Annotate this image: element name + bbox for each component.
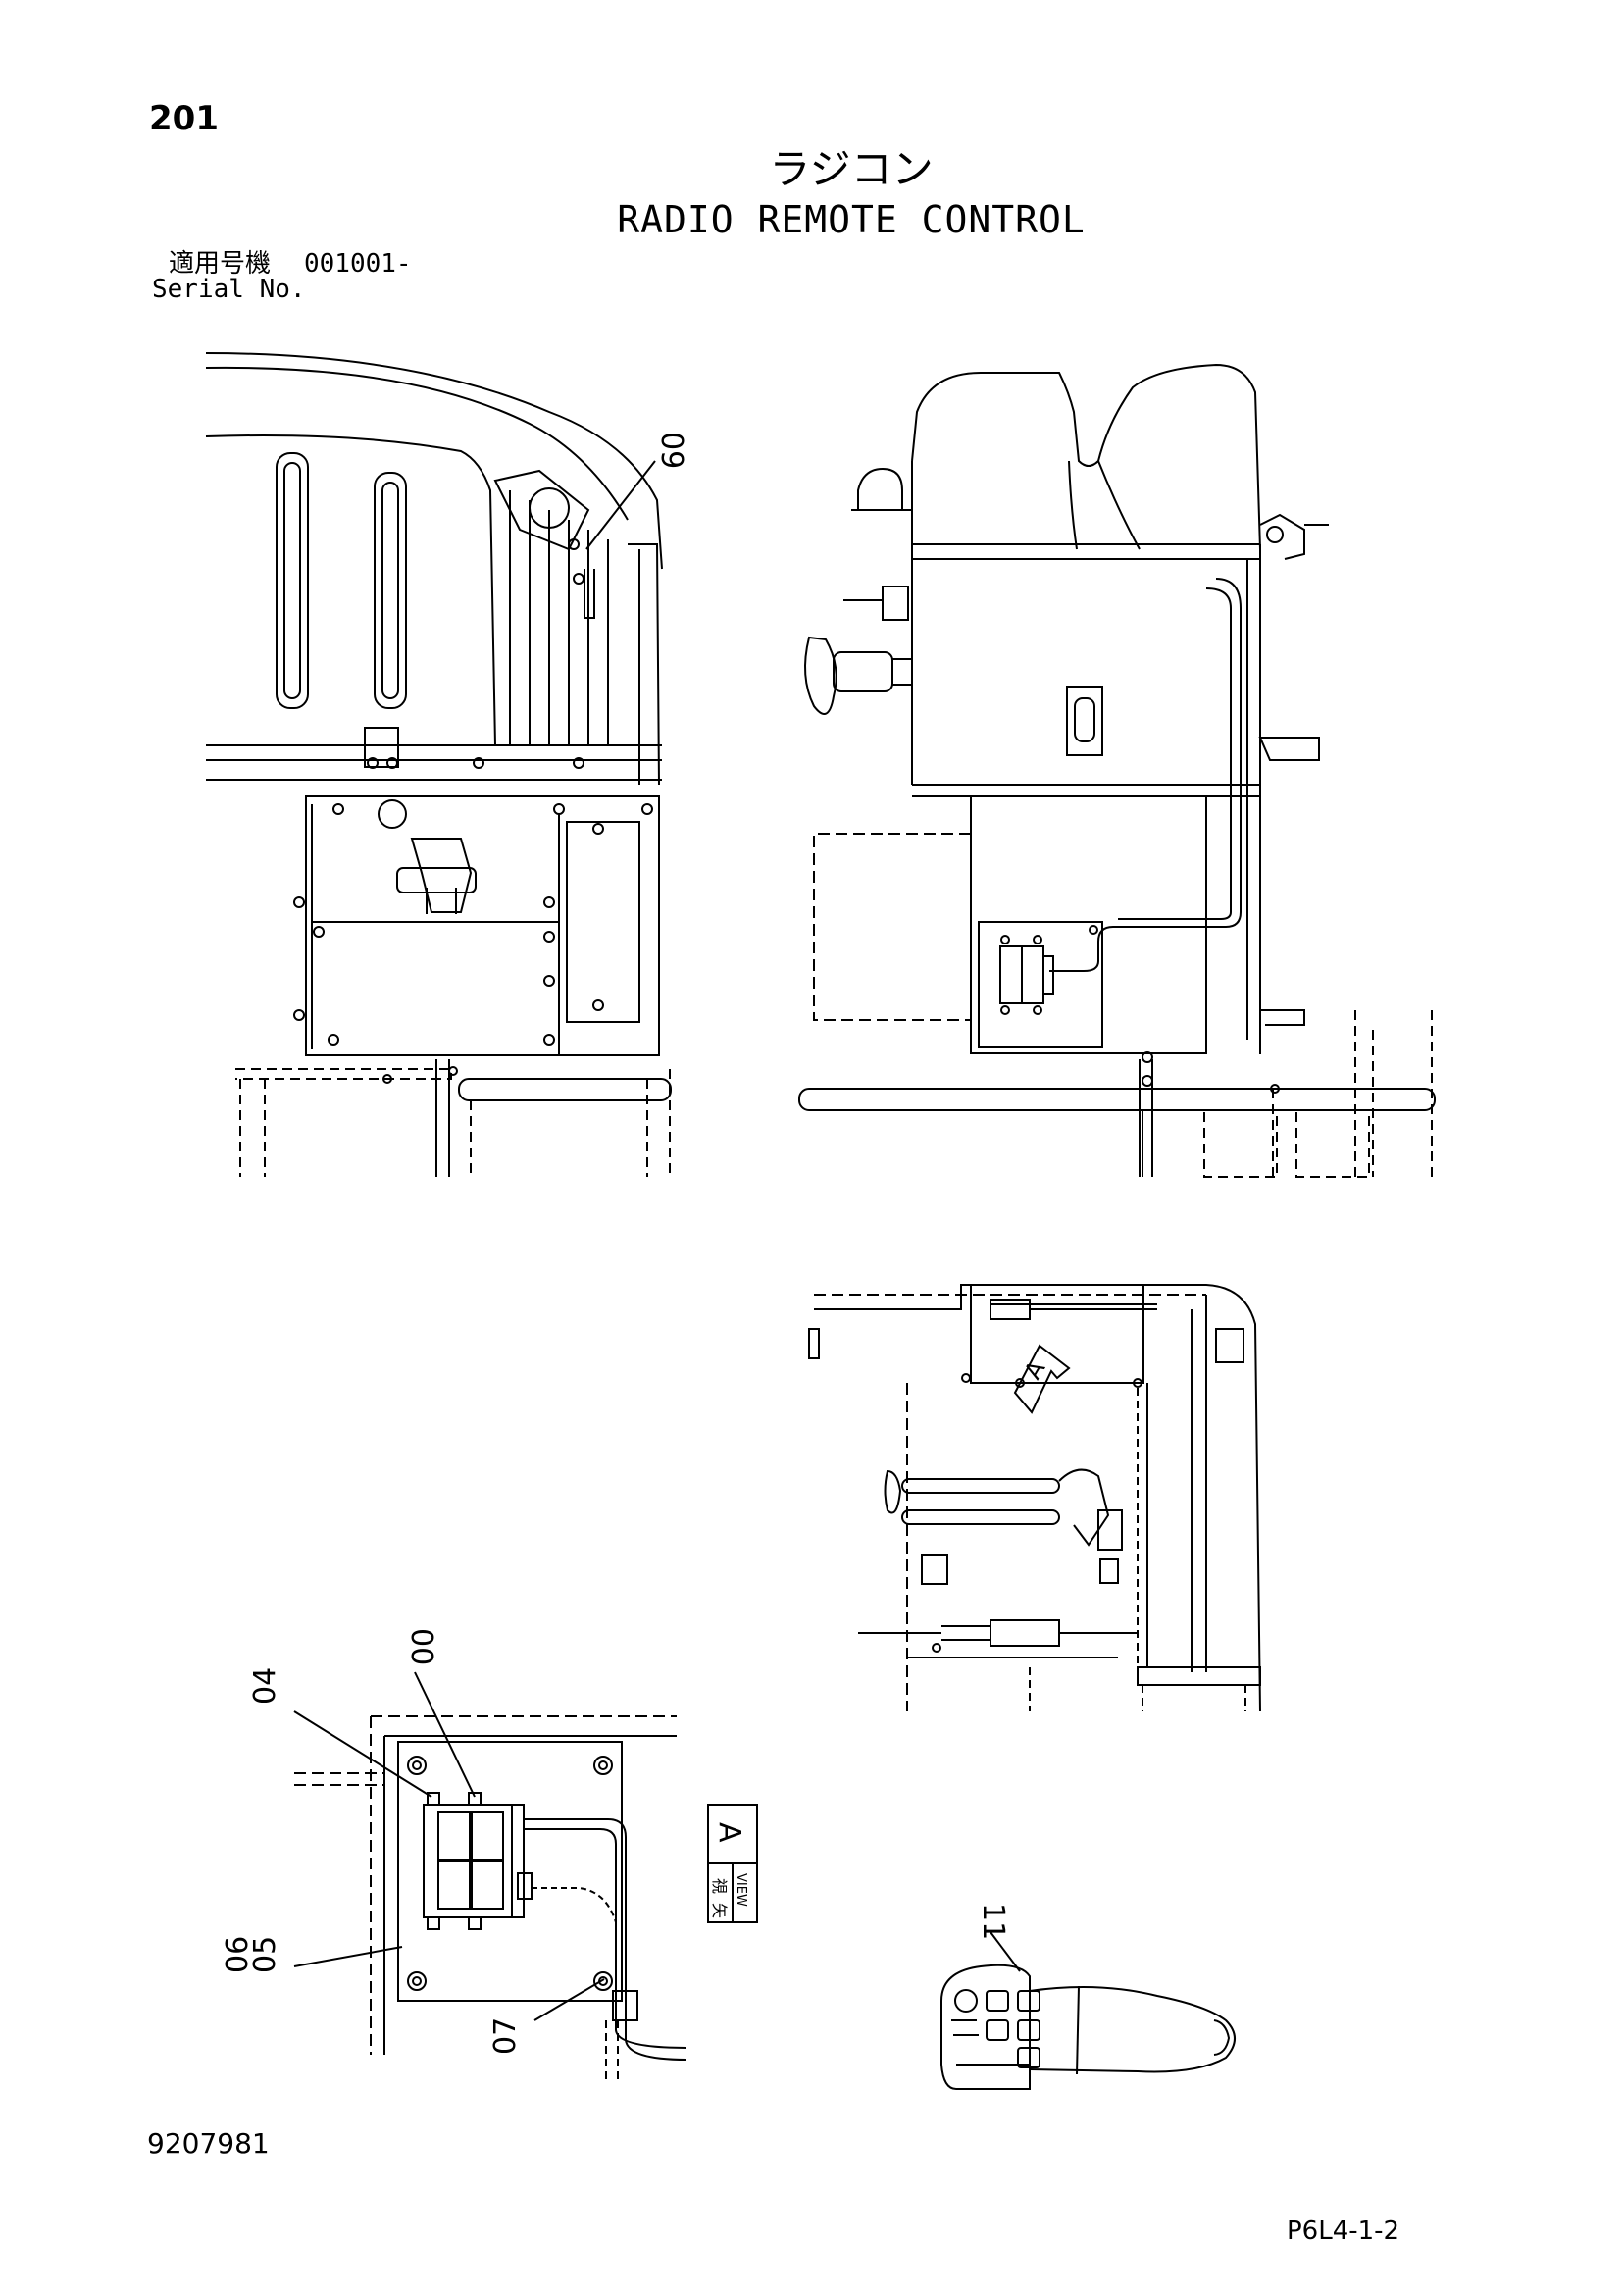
page-code: P6L4-1-2 xyxy=(1287,2217,1400,2246)
callout-04: 04 xyxy=(248,1667,282,1705)
callout-00: 00 xyxy=(404,1628,438,1665)
view-a-detail xyxy=(293,1671,687,2079)
callout-09: 09 xyxy=(654,432,688,469)
top-right-view xyxy=(798,363,1436,1178)
document-number: 9207981 xyxy=(147,2127,270,2160)
top-left-view xyxy=(205,352,672,1177)
middle-right-view xyxy=(808,1284,1261,1712)
callout-06: 06 xyxy=(221,1936,255,1973)
view-letter-a: A xyxy=(712,1822,746,1843)
serial-label-english: Serial No. xyxy=(152,275,306,304)
view-a-label-box xyxy=(707,1804,758,1923)
serial-range: 001001- xyxy=(304,249,412,279)
transmitter xyxy=(940,1931,1236,2090)
title-japanese: ラジコン xyxy=(769,145,934,193)
callout-07: 07 xyxy=(488,2017,523,2055)
title-english: RADIO REMOTE CONTROL xyxy=(617,198,1086,241)
callout-05: 05 xyxy=(248,1936,282,1973)
view-jp-2: 視 xyxy=(710,1878,729,1894)
callout-11: 11 xyxy=(976,1903,1010,1940)
page-number: 201 xyxy=(149,99,219,138)
view-jp-1: 矢 xyxy=(710,1903,729,1918)
view-word: VIEW xyxy=(734,1873,748,1907)
serial-label-japanese: 適用号機 xyxy=(169,249,272,279)
